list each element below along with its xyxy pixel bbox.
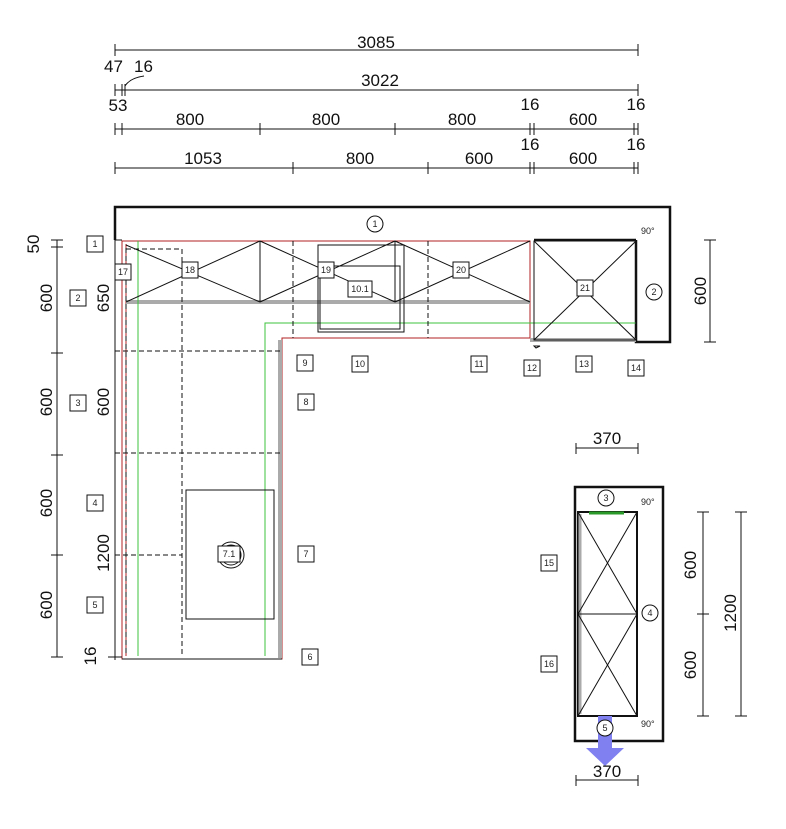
position-tag: 2 [69,289,87,307]
wall-label: 1 [366,215,384,233]
dim-side-h0: 600 [681,551,700,579]
position-tag-text: 21 [580,283,590,293]
dim-right: 600 [691,277,710,305]
position-tag-text: 13 [579,359,589,369]
dim-row1-gap-0: 16 [521,95,540,114]
position-tag-text: 10 [355,359,365,369]
dim-side-bottom: 370 [593,762,621,781]
dim-offset-b: 16 [134,57,153,76]
dim-row1-0: 800 [176,110,204,129]
position-tag: 4 [86,494,104,512]
dim-start: 53 [109,96,128,115]
position-tag-text: 8 [303,397,308,407]
dim-side-top: 370 [593,429,621,448]
dim-offset-a: 47 [104,57,123,76]
dim-inner: 3022 [361,71,399,90]
position-tag-text: 9 [302,358,307,368]
dim-side-total: 1200 [721,594,740,632]
wall-label: 5 [596,719,614,737]
position-tag: 14 [627,359,645,377]
wall-label-text: 1 [372,219,377,229]
position-tag: 15 [540,554,558,572]
wall-label: 4 [641,604,659,622]
angle-label: 90° [641,226,655,236]
top-dimensions: 3085 47 16 3022 53 800 800 800 600 16 16… [104,33,645,174]
right-dimension: 600 [691,239,716,343]
position-tag: 5 [86,596,104,614]
cabinets [115,240,637,660]
position-tag: 21 [576,279,594,297]
dim-left-4: 600 [37,591,56,619]
side-panel: 370 370 600 600 1200 [573,429,747,786]
position-tag-text: 18 [185,265,195,275]
position-tag-text: 15 [544,558,554,568]
dim-left-5: 16 [81,647,100,666]
wall-label: 2 [645,283,663,301]
position-tag-text: 2 [75,293,80,303]
position-tag-text: 17 [118,267,128,277]
position-tag-text: 7 [303,549,308,559]
door-arrow-icon [586,716,624,766]
dim-left-1: 600 [37,284,56,312]
position-tag: 10 [351,355,369,373]
dim-left-3: 600 [37,489,56,517]
dim-side-h1: 600 [681,651,700,679]
position-tag: 7 [297,545,315,563]
position-tag: 10.1 [347,280,373,298]
wall-label: 3 [597,489,615,507]
dim-overall: 3085 [357,33,395,52]
position-tag-text: 20 [456,265,466,275]
dim-row2-2: 600 [465,149,493,168]
dim-row1-gap-1: 16 [627,95,646,114]
position-tag-text: 19 [321,265,331,275]
angle-label: 90° [641,719,655,729]
left-dimensions: 50 600 600 600 600 16 650 600 1200 [24,235,122,666]
position-tag: 12 [523,359,541,377]
position-tag: 16 [540,655,558,673]
position-tag-text: 7.1 [223,549,236,559]
dim-row1-2: 800 [448,110,476,129]
position-tag-text: 14 [631,363,641,373]
position-tag-text: 4 [92,498,97,508]
dim-row2-1: 800 [346,149,374,168]
position-tag-text: 16 [544,659,554,669]
position-tag-text: 5 [92,600,97,610]
dim-row2-gap-0: 16 [521,135,540,154]
position-tag: 6 [301,648,319,666]
position-tag: 11 [470,355,488,373]
dim-left-2: 600 [37,388,56,416]
dim-inner-0: 650 [94,284,113,312]
dim-inner-1: 600 [94,388,113,416]
position-tag-text: 11 [474,359,483,369]
dim-row2-0: 1053 [184,149,222,168]
position-tag: 13 [575,355,593,373]
position-tag-text: 1 [92,239,97,249]
position-tag: 8 [297,393,315,411]
position-tag: 3 [69,394,87,412]
dim-row1-1: 800 [312,110,340,129]
position-tag: 1 [86,235,104,253]
dim-row2-3: 600 [569,149,597,168]
position-tag: 20 [452,261,470,279]
position-tag: 7.1 [217,545,241,563]
wall-label-text: 2 [651,287,656,297]
wall-label-text: 5 [602,723,607,733]
position-tag-text: 12 [527,363,537,373]
dim-left-0: 50 [24,235,43,254]
position-tag-text: 10.1 [351,284,369,294]
position-tag: 18 [181,261,199,279]
position-tag: 17 [114,263,132,281]
position-tag: 19 [317,261,335,279]
position-tag-text: 3 [75,398,80,408]
wall-label-text: 4 [647,608,652,618]
wall-label-text: 3 [603,493,608,503]
dim-row1-3: 600 [569,110,597,129]
position-tag-text: 6 [307,652,312,662]
dim-inner-2: 1200 [94,534,113,572]
position-tag: 9 [296,354,314,372]
angle-label: 90° [641,497,655,507]
dim-row2-gap-1: 16 [627,135,646,154]
